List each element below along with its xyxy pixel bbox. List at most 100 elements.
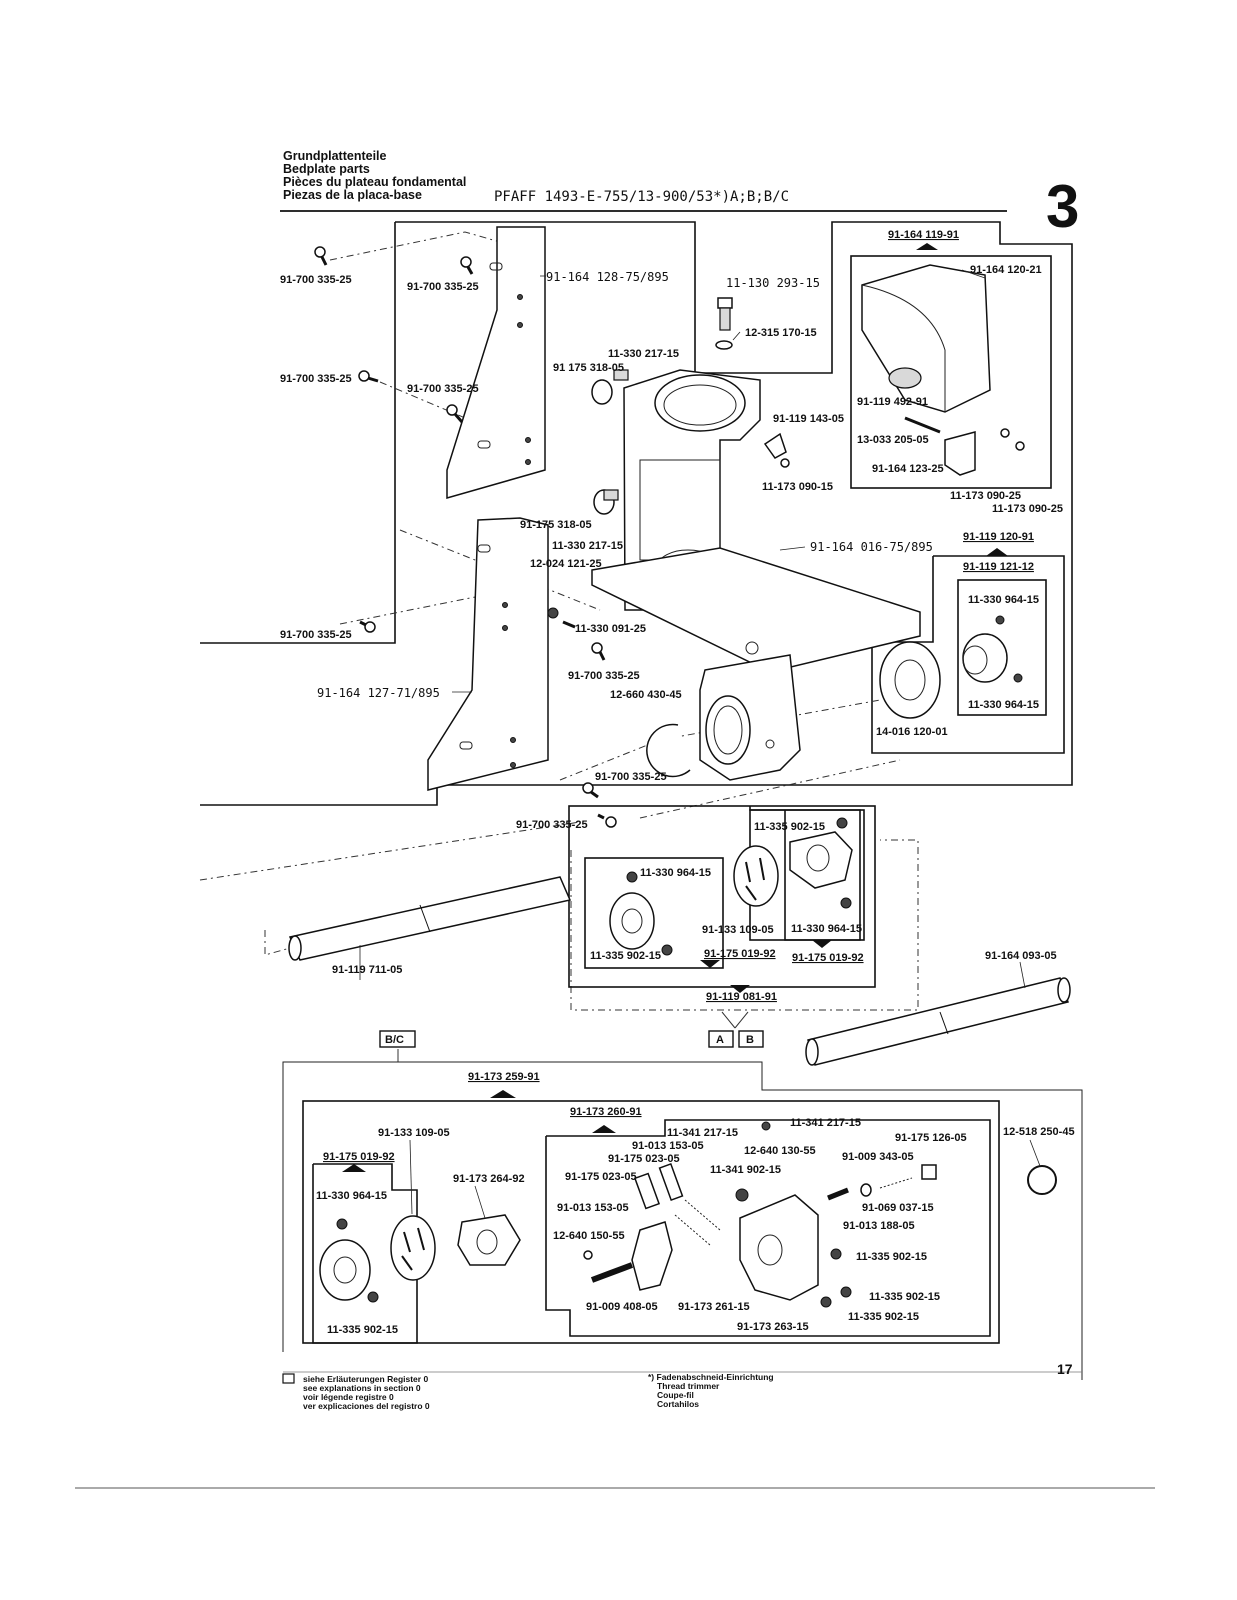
label-screw: 91-700 335-25 [516, 819, 588, 831]
plate-right-part [446, 226, 546, 499]
label-retaining-ring: 12-518 250-45 [1003, 1126, 1075, 1138]
label-coupling-a: 91-175 019-92 [704, 948, 776, 960]
label-shaft: 91-164 093-05 [985, 950, 1057, 962]
footnote-box-de: siehe Erläuterungen Register 0 [303, 1374, 429, 1384]
page-number: 17 [1057, 1361, 1073, 1377]
label-grommet: 91-119 492-91 [857, 396, 928, 408]
section-number: 3 [1046, 173, 1080, 240]
label-bc-assembly: 91-173 259-91 [468, 1071, 540, 1083]
label-clip: 91-119 143-05 [773, 413, 844, 425]
label-set-screw: 11-330 217-15 [552, 540, 623, 552]
cover-parts [861, 264, 1025, 476]
shaft-right-part [805, 977, 1071, 1066]
label-bracket: 91-164 123-25 [872, 463, 944, 475]
label-set-screw: 11-335 902-15 [754, 821, 825, 833]
label-screw: 11-173 090-25 [950, 490, 1021, 502]
label-set-screw: 11-341 217-15 [790, 1117, 861, 1129]
label-hook: 91-173 261-15 [678, 1301, 750, 1313]
label-set-screw: 11-330 964-15 [640, 867, 711, 879]
label-screw: 11-330 091-25 [575, 623, 646, 635]
label-block: 91-173 263-15 [737, 1321, 809, 1333]
label-screw: 91-700 335-25 [568, 670, 640, 682]
label-bearing-assembly: 91-119 120-91 [963, 531, 1034, 543]
box-variant-a: A [716, 1034, 724, 1046]
label-pin: 91-009 408-05 [586, 1301, 658, 1313]
label-pin: 91-175 023-05 [565, 1171, 637, 1183]
coupling-parts [609, 817, 853, 956]
machine-model: PFAFF 1493-E-755/13-900/53*)A;B;B/C [494, 189, 790, 205]
label-screw-11130: 11-130 293-15 [726, 276, 820, 290]
label-plate-right: 91-164 128-75/895 [546, 270, 669, 284]
label-set-screw: 11-341 902-15 [710, 1164, 781, 1176]
label-cover: 91-164 120-21 [970, 264, 1042, 276]
label-coupling-set: 91-119 081-91 [706, 991, 777, 1003]
label-set-screw: 11-335 902-15 [327, 1324, 398, 1336]
bc-parts [319, 1121, 1057, 1308]
label-screw: 91-700 335-25 [407, 383, 479, 395]
footnote-asterisk-de: *) Fadenabschneid-Einrichtung [648, 1372, 774, 1382]
bearing-parts [879, 615, 1023, 719]
label-set-screw: 11-335 902-15 [590, 950, 661, 962]
footnote-box-es: ver explicaciones del registro 0 [303, 1401, 430, 1411]
title-spanish: Piezas de la placa-base [283, 188, 422, 202]
label-bc-coupling: 91-175 019-92 [323, 1151, 395, 1163]
label-set-screw: 11-335 902-15 [869, 1291, 940, 1303]
box-variant-bc: B/C [385, 1034, 404, 1046]
label-set-screw: 11-330 964-15 [316, 1190, 387, 1202]
label-pin: 13-033 205-05 [857, 434, 929, 446]
label-ball-bearing: 14-016 120-01 [876, 726, 948, 738]
label-screw: 11-173 090-15 [762, 481, 833, 493]
label-pin: 91-175 318-05 [520, 519, 592, 531]
label-set-screw: 11-330 217-15 [608, 348, 679, 360]
label-bearing-inner: 91-119 121-12 [963, 561, 1034, 573]
label-set-screw: 11-330 964-15 [791, 923, 862, 935]
footnote-asterisk-es: Cortahilos [657, 1399, 700, 1409]
footnote-box-fr: voir légende registre 0 [303, 1392, 394, 1402]
label-set-screw: 11-335 902-15 [856, 1251, 927, 1263]
label-coupling-b: 91-175 019-92 [792, 952, 864, 964]
label-pin: 91-013 153-05 [557, 1202, 629, 1214]
label-disc: 91-133 109-05 [378, 1127, 450, 1139]
label-screw: 91-700 335-25 [595, 771, 667, 783]
label-nut: 12-024 121-25 [530, 558, 602, 570]
footnote-asterisk-fr: Coupe-fil [657, 1390, 694, 1400]
label-set-screw: 11-330 964-15 [968, 699, 1039, 711]
label-retaining-ring: 12-660 430-45 [610, 689, 682, 701]
label-screw: 91-700 335-25 [407, 281, 479, 293]
label-cover-assembly: 91-164 119-91 [888, 229, 959, 241]
label-screw: 91-700 335-25 [280, 629, 352, 641]
label-disc: 91-133 109-05 [702, 924, 774, 936]
label-washer: 12-315 170-15 [745, 327, 817, 339]
box-variant-b: B [746, 1034, 754, 1046]
label-coupler: 91-173 264-92 [453, 1173, 525, 1185]
plate-left-part [427, 517, 549, 791]
label-bedplate: 91-164 016-75/895 [810, 540, 933, 554]
label-bc-trimmer: 91-173 260-91 [570, 1106, 642, 1118]
footnote-box-en: see explanations in section 0 [303, 1383, 421, 1393]
footnote-asterisk-en: Thread trimmer [657, 1381, 720, 1391]
label-shaft: 91-119 711-05 [332, 964, 402, 976]
label-plate-left: 91-164 127-71/895 [317, 686, 440, 700]
label-pin: 91 175 318-05 [553, 362, 624, 374]
label-screw: 11-173 090-25 [992, 503, 1063, 515]
label-spring: 91-009 343-05 [842, 1151, 914, 1163]
title-french: Pièces du plateau fondamental [283, 175, 467, 189]
bc-assembly-box [302, 1100, 1000, 1344]
cover-assembly-box [850, 255, 1052, 489]
label-set-screw: 11-335 902-15 [848, 1311, 919, 1323]
label-pin: 91-069 037-15 [862, 1202, 934, 1214]
label-screw: 91-700 335-25 [280, 274, 352, 286]
label-set-screw: 11-341 217-15 [667, 1127, 738, 1139]
shaft-left-part [264, 876, 572, 961]
title-german: Grundplattenteile [283, 149, 387, 163]
title-english: Bedplate parts [283, 162, 370, 176]
screw-pin-parts-top [314, 246, 790, 828]
label-retaining-ring: 12-640 150-55 [553, 1230, 625, 1242]
label-sleeve: 91-175 126-05 [895, 1132, 967, 1144]
label-pin: 91-013 188-05 [843, 1220, 915, 1232]
label-pin: 91-175 023-05 [608, 1153, 680, 1165]
bedplate-casting-part [591, 369, 921, 781]
label-pin: 91-013 153-05 [632, 1140, 704, 1152]
